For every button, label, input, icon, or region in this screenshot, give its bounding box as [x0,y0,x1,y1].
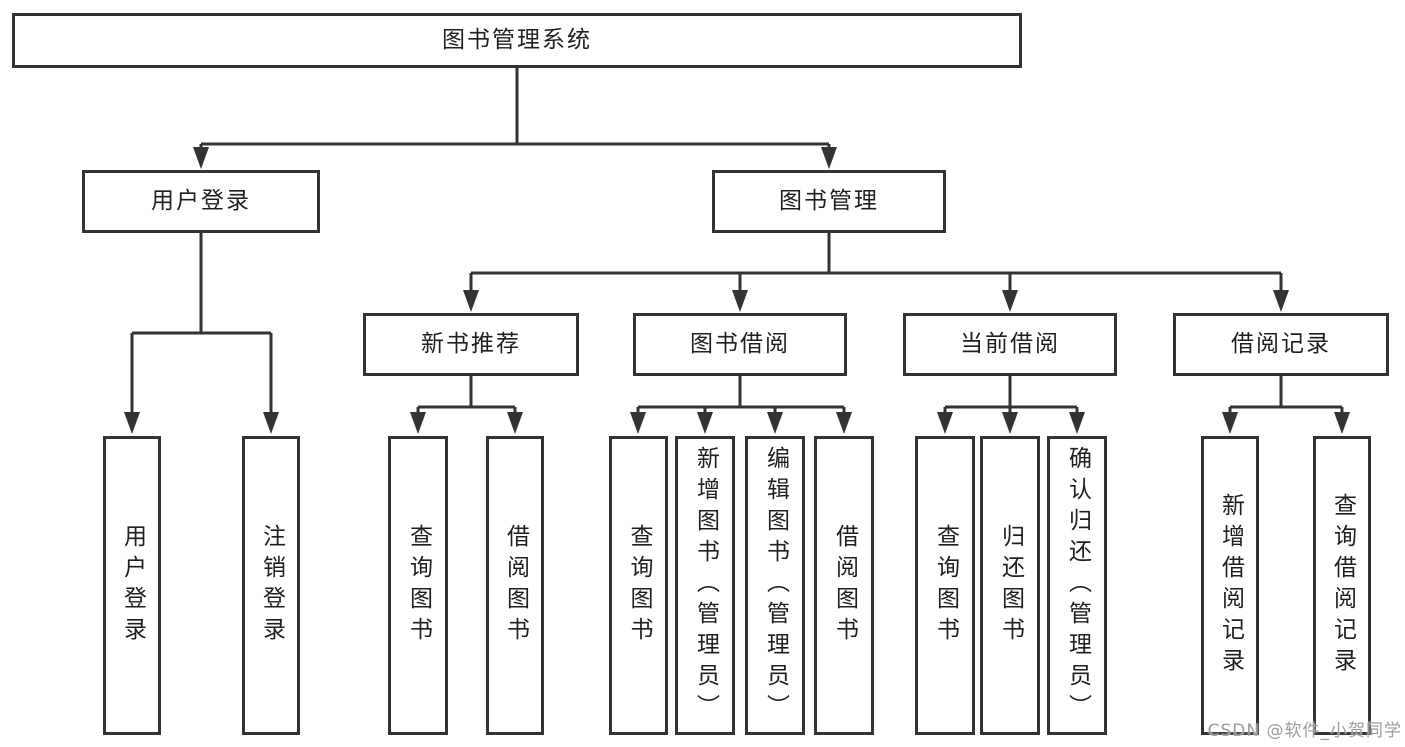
connector-user-login-branch [130,233,273,413]
leaf-add-borrow-record: 新增借阅记录 [1201,436,1259,735]
node-current-borrow: 当前借阅 [903,313,1117,376]
leaf-user-login-label: 用户登录 [119,523,146,648]
leaf-return-books-label: 归还图书 [997,523,1024,648]
leaf-edit-book-admin-label: 编辑图书（管理员） [762,446,789,725]
leaf-query-books-recommend: 查询图书 [388,436,448,735]
arrowheads-book-management-branch [463,290,1289,312]
watermark: CSDN @软件_小贺同学 [1207,721,1402,741]
leaf-return-books: 归还图书 [980,436,1040,735]
leaf-edit-book-admin: 编辑图书（管理员） [745,436,805,735]
node-book-borrow-label: 图书借阅 [690,331,790,357]
connector-borrow-records-branch [1228,376,1344,413]
node-book-management: 图书管理 [712,170,946,233]
leaf-user-login: 用户登录 [103,436,161,735]
leaf-confirm-return-admin: 确认归还（管理员） [1047,436,1107,735]
leaf-add-book-admin: 新增图书（管理员） [675,436,735,735]
connector-current-borrow-branch [943,376,1079,413]
arrowheads-book-borrow-branch [630,412,852,434]
leaf-logout: 注销登录 [242,436,300,735]
node-root: 图书管理系统 [12,13,1022,68]
arrowheads-borrow-records-branch [1222,412,1350,434]
leaf-query-books-current-label: 查询图书 [932,523,959,648]
leaf-confirm-return-admin-label: 确认归还（管理员） [1064,446,1091,725]
connector-book-management-branch [469,233,1283,292]
arrowheads-root-branch [193,147,837,169]
leaf-query-borrow-record-label: 查询借阅记录 [1329,492,1356,679]
leaf-borrow-books-label: 借阅图书 [831,523,858,648]
node-root-label: 图书管理系统 [442,27,592,53]
node-book-management-label: 图书管理 [779,188,879,214]
leaf-borrow-books-recommend-label: 借阅图书 [502,523,529,648]
connector-book-borrow-branch [636,376,846,413]
node-new-book-recommend: 新书推荐 [363,313,579,376]
leaf-borrow-books: 借阅图书 [814,436,874,735]
node-borrow-records: 借阅记录 [1173,313,1389,376]
arrowheads-user-login-branch [124,412,279,434]
leaf-add-borrow-record-label: 新增借阅记录 [1217,492,1244,679]
leaf-logout-label: 注销登录 [258,523,285,648]
leaf-query-books-borrow-label: 查询图书 [626,523,652,648]
leaf-query-books-recommend-label: 查询图书 [405,523,432,648]
node-new-book-recommend-label: 新书推荐 [421,331,521,357]
connector-new-book-branch [416,376,517,413]
node-current-borrow-label: 当前借阅 [960,331,1060,357]
arrowheads-new-book-branch [410,412,523,434]
node-book-borrow: 图书借阅 [633,313,847,376]
leaf-add-book-admin-label: 新增图书（管理员） [692,446,719,725]
node-borrow-records-label: 借阅记录 [1231,331,1331,357]
leaf-query-books-borrow: 查询图书 [609,436,668,735]
arrowheads-current-borrow-branch [937,412,1085,434]
node-user-login-label: 用户登录 [151,188,251,214]
leaf-query-borrow-record: 查询借阅记录 [1313,436,1371,735]
leaf-borrow-books-recommend: 借阅图书 [486,436,544,735]
node-user-login: 用户登录 [82,170,320,233]
leaf-query-books-current: 查询图书 [915,436,975,735]
connector-root-branch [199,68,831,148]
